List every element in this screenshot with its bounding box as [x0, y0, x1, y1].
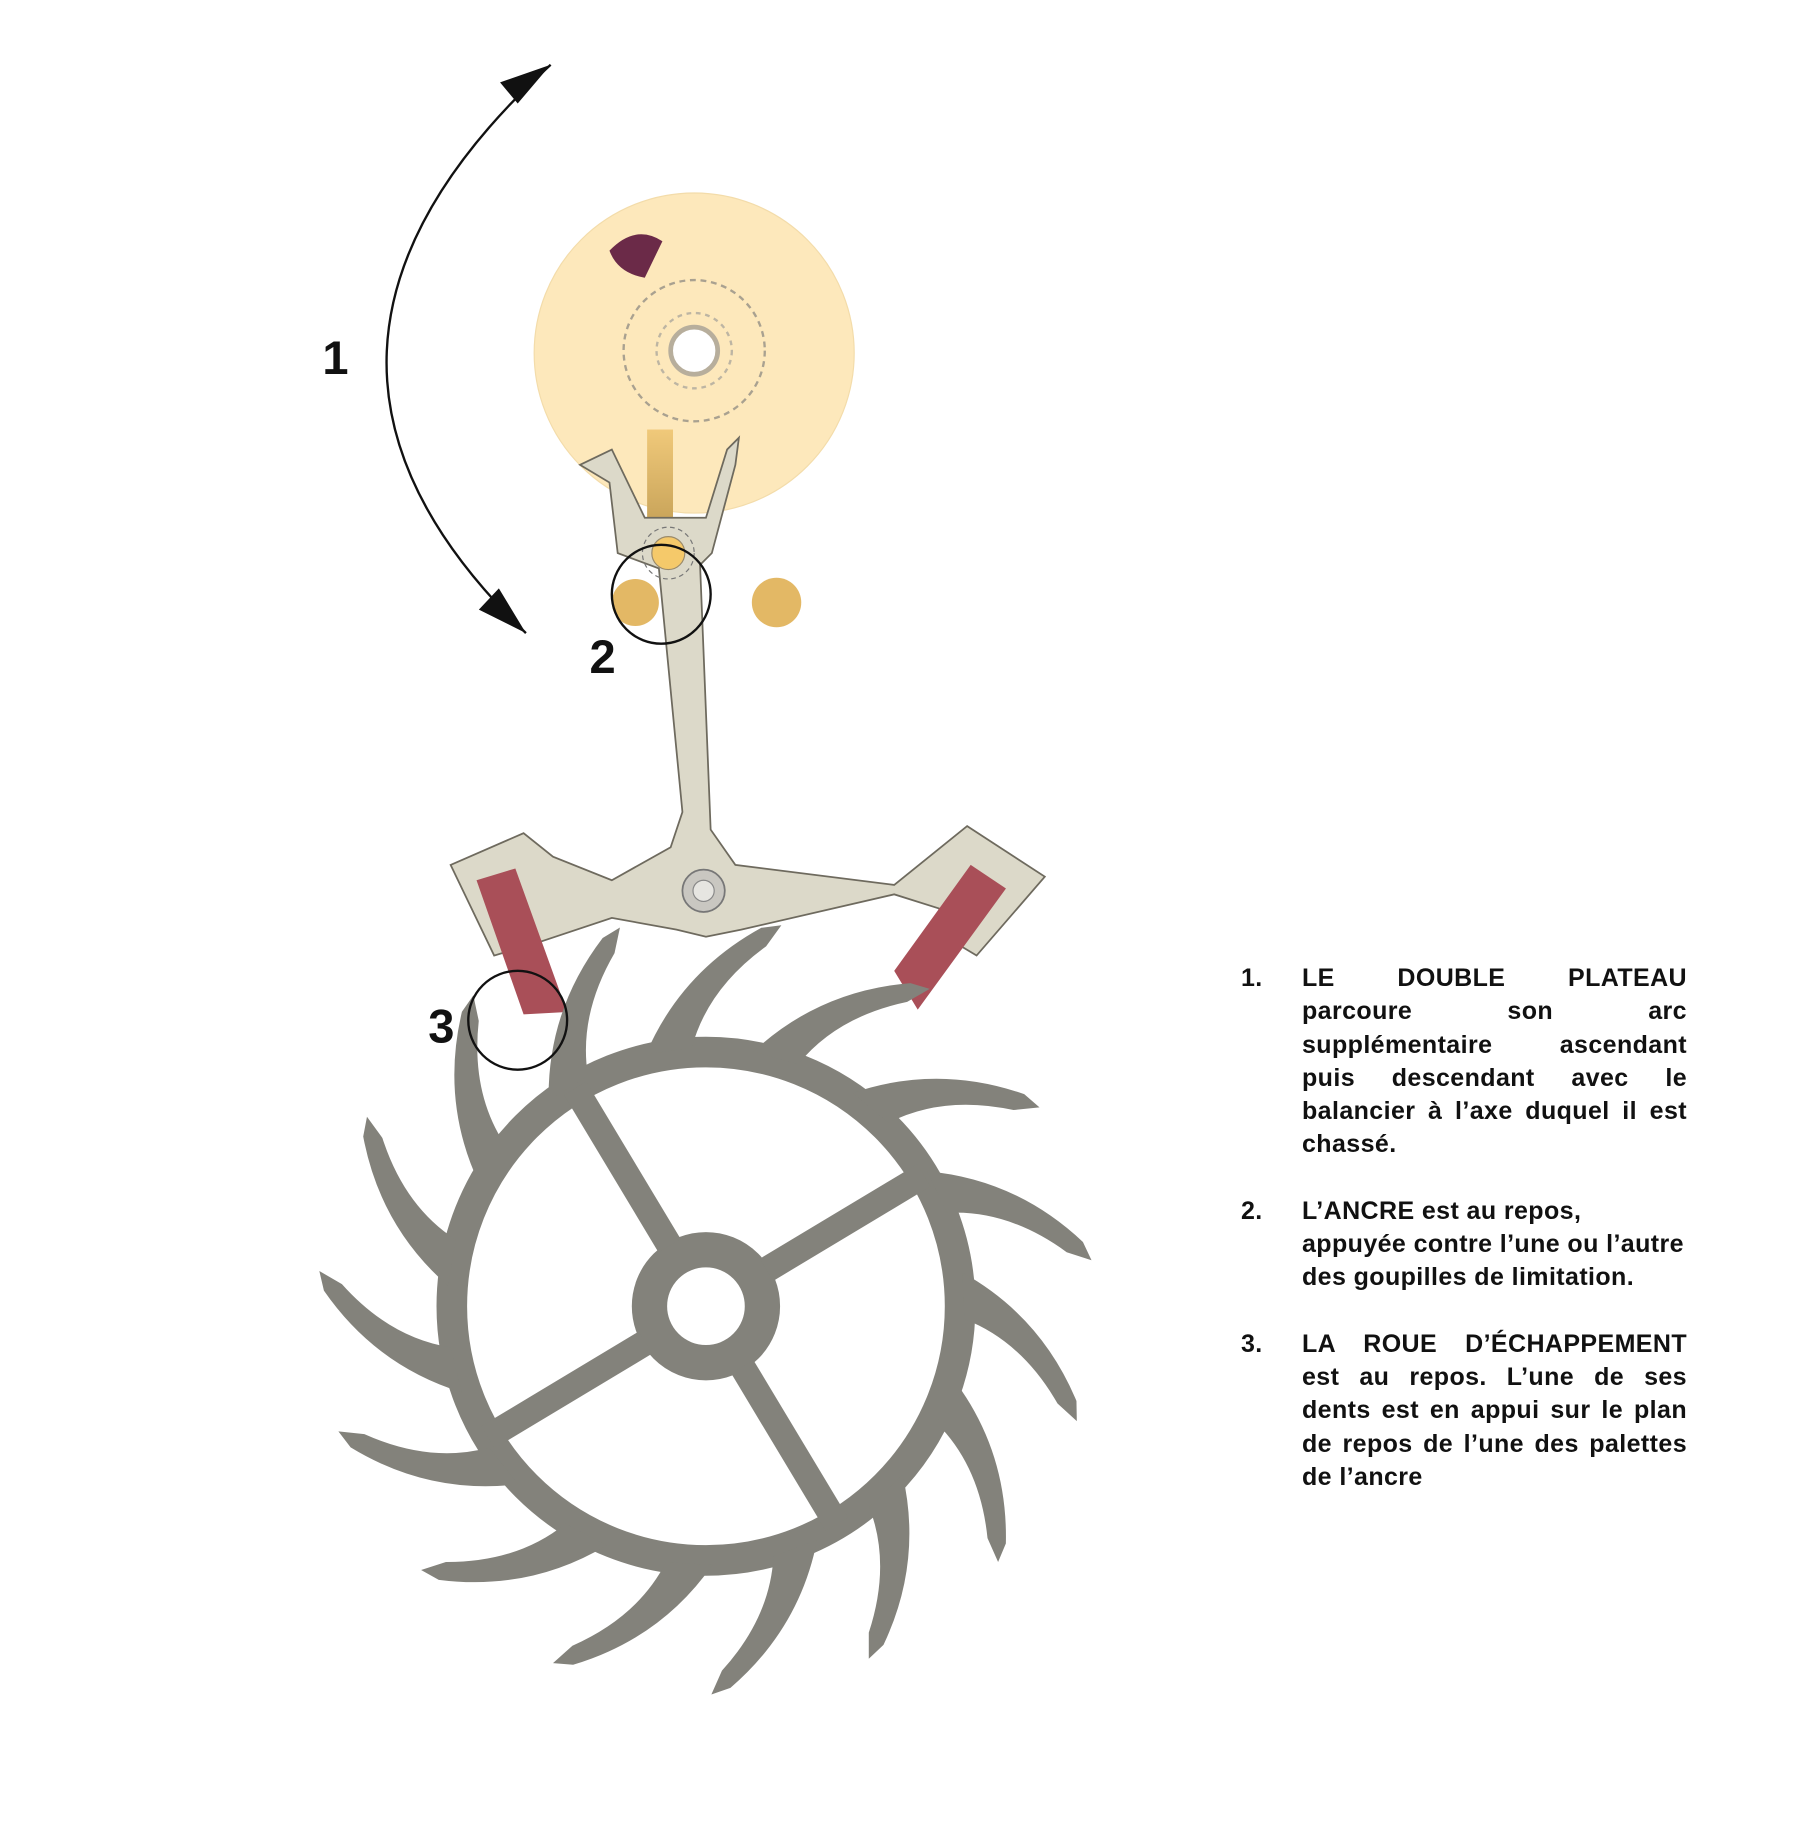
swing-arc-arrow [385, 63, 552, 634]
pallet-lever [449, 435, 1047, 957]
highlight-circle-3 [467, 969, 569, 1071]
wheel-tooth [962, 1272, 1077, 1422]
wheel-tooth [926, 1171, 1092, 1261]
wheel-tooth [421, 1523, 607, 1583]
label-3: 3 [428, 1000, 454, 1053]
wheel-tooth [363, 1116, 456, 1286]
wheel-spoke [481, 1331, 653, 1449]
legend-text: LA ROUE D’ÉCHAPPEMENT est au repos. L’un… [1302, 1329, 1687, 1491]
legend-number: 1. [1241, 964, 1263, 992]
label-2: 2 [589, 630, 615, 683]
wheel-tooth [319, 1271, 462, 1393]
wheel-spoke [563, 1081, 681, 1253]
escape-wheel [319, 925, 1092, 1695]
legend-item-3: 3. LA ROUE D’ÉCHAPPEMENT est au repos. L… [1241, 1328, 1687, 1494]
legend-number: 2. [1241, 1196, 1263, 1225]
pivot-screw [681, 868, 726, 913]
highlight-circle-2 [610, 543, 712, 645]
wheel-tooth [645, 925, 782, 1055]
ruby-pin [609, 234, 663, 278]
wheel-tooth [711, 1540, 818, 1695]
legend-text: LE DOUBLE PLATEAU parcoure son arc suppl… [1302, 964, 1687, 1159]
double-plateau [533, 192, 855, 514]
wheel-spoke [759, 1164, 931, 1281]
wheel-spoke [731, 1360, 848, 1531]
wheel-tooth [548, 927, 620, 1101]
limit-pin-right [751, 577, 802, 628]
wheel-tooth [753, 983, 930, 1065]
legend-number: 3. [1241, 1329, 1263, 1358]
arrowhead-up-icon [500, 64, 551, 104]
arrowhead-down-icon [478, 588, 526, 634]
wheel-tooth [852, 1078, 1040, 1123]
legend-item-1: 1. LE DOUBLE PLATEAU parcoure son arc su… [1241, 962, 1687, 1162]
wheel-tooth [552, 1562, 713, 1665]
impulse-pin [647, 429, 674, 522]
label-1: 1 [322, 331, 348, 384]
wheel-tooth [454, 995, 505, 1183]
wheel-tooth [338, 1431, 519, 1487]
limit-pin-left [611, 578, 659, 627]
exit-pallet [894, 864, 1006, 1010]
legend-text: L’ANCRE est au repos, appuyée contre l’u… [1302, 1196, 1684, 1292]
wheel-tooth [936, 1380, 1006, 1563]
legend-list: 1. LE DOUBLE PLATEAU parcoure son arc su… [1241, 962, 1687, 1527]
wheel-tooth [868, 1474, 910, 1659]
legend-item-2: 2. L’ANCRE est au repos, appuyée contre … [1241, 1195, 1687, 1295]
